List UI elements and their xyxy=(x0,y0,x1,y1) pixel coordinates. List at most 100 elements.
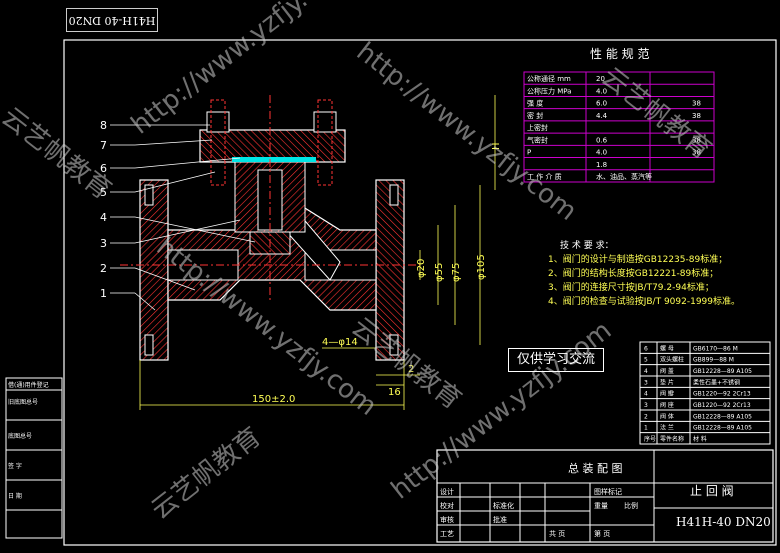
svg-text:工艺: 工艺 xyxy=(440,530,454,538)
bom-row-no: 3 xyxy=(644,379,648,386)
dim-d20: φ20 xyxy=(416,259,427,278)
dim-d55: φ55 xyxy=(434,263,445,282)
gasket xyxy=(232,157,316,162)
tech-req-title: 技 术 要 求： xyxy=(560,239,614,251)
bom-row-name: 阀 盖 xyxy=(660,367,674,375)
dimension-lines xyxy=(139,95,496,410)
dim-d105: φ105 xyxy=(476,254,487,280)
bom-row-std: GB12228—89 A105 xyxy=(693,368,752,375)
leader-5: 5 xyxy=(100,186,107,199)
svg-text:审核: 审核 xyxy=(440,515,454,524)
left-strip: 借(通)用件登记 旧底图总号 底图总号 签 字 日 期 xyxy=(5,377,63,539)
bom-row-std: GB1220—92 2Cr13 xyxy=(693,391,751,398)
perf-row-label: 公称通径 mm xyxy=(527,74,571,83)
left-flange xyxy=(139,179,169,361)
strip-item-4: 签 字 xyxy=(8,462,22,470)
bom-row-name: 零件名称 xyxy=(660,435,684,443)
perf-row-value: 1.8 xyxy=(596,161,607,169)
study-only-tag: 仅供学习交流 xyxy=(508,348,604,372)
bom-row-name: 阀 座 xyxy=(660,401,674,409)
perf-row-value: 0.6 xyxy=(596,136,608,144)
nut-right xyxy=(313,111,337,133)
leader-2: 2 xyxy=(100,262,107,275)
dim-length: 150±2.0 xyxy=(252,394,295,405)
svg-text:批准: 批准 xyxy=(493,515,507,524)
watermark-cn-4: 云艺帆教育 xyxy=(146,422,267,526)
leader-3: 3 xyxy=(100,237,107,250)
leader-7: 7 xyxy=(100,139,107,152)
perf-row-extra: 38 xyxy=(692,136,701,144)
bonnet xyxy=(199,129,346,163)
perf-row-extra: 38 xyxy=(692,149,701,157)
svg-text:比例: 比例 xyxy=(624,501,638,510)
bom-row-std: GB6170—86 M xyxy=(693,345,738,352)
nut-left xyxy=(206,111,230,133)
svg-text:共 页: 共 页 xyxy=(549,529,565,538)
bom-row-no: 3 xyxy=(644,402,648,409)
title-block: 总 装 配 图 止 回 阀 H41H-40 DN20 设计 校对 审核 工艺 标… xyxy=(436,449,774,543)
perf-row-label: 公称压力 MPa xyxy=(527,86,571,95)
bom-row-name: 双头螺柱 xyxy=(660,356,684,364)
part-name: 止 回 阀 xyxy=(690,484,734,498)
perf-row-label: 工 作 介 质 xyxy=(527,172,562,181)
dim-holes: 4—φ14 xyxy=(322,337,358,348)
rotated-code-label: H41H-40 DN20 xyxy=(66,8,158,32)
strip-item-5: 日 期 xyxy=(8,492,22,500)
leader-1: 1 xyxy=(100,287,107,300)
bom-row-no: 4 xyxy=(644,368,648,375)
bom-row-name: 螺 母 xyxy=(660,344,674,352)
leader-4: 4 xyxy=(100,211,107,224)
dim-h: H xyxy=(491,142,502,150)
svg-text:标准化: 标准化 xyxy=(493,501,514,510)
bom-row-std: 材 料 xyxy=(693,435,707,443)
tech-req-4: 4、阀门的检查与试验按JB/T 9092-1999标准。 xyxy=(548,295,740,307)
dim-d75: φ75 xyxy=(451,263,462,282)
perf-row-value: 水、油品、蒸汽等 xyxy=(596,172,652,181)
bom-row-name: 阀 瓣 xyxy=(660,390,674,398)
leader-lines xyxy=(110,124,256,311)
perf-row-label: 强 度 xyxy=(527,99,543,108)
watermark-url-4: http://www.yzfjy.com xyxy=(386,316,617,506)
svg-text:设计: 设计 xyxy=(440,487,454,496)
perf-row-value: 6.0 xyxy=(596,100,607,108)
leader-8: 8 xyxy=(100,119,107,132)
bom-row-std: GB12228—89 A105 xyxy=(693,425,752,432)
tech-req-3: 3、阀门的连接尺寸按JB/T79.2-94标准； xyxy=(548,281,714,293)
perf-row-extra: 38 xyxy=(692,112,701,120)
bom-row-no: 5 xyxy=(644,357,648,364)
bom-row-no: 4 xyxy=(644,391,648,398)
valve-section xyxy=(120,95,420,361)
dimension-text: φ20 φ55 φ75 φ105 H 150±2.0 4—φ14 2 16 xyxy=(252,142,502,405)
perf-table-title: 性 能 规 范 xyxy=(590,46,649,61)
right-flange xyxy=(375,179,405,361)
bom-row-std: GB899—88 M xyxy=(693,357,734,364)
strip-item-3: 底图总号 xyxy=(8,432,32,440)
svg-text:重量: 重量 xyxy=(594,502,608,510)
drawing-name: 总 装 配 图 xyxy=(568,461,623,475)
bom-row-name: 法 兰 xyxy=(660,424,674,432)
drawing-frame xyxy=(63,39,777,546)
perf-row-value: 20 xyxy=(596,75,605,83)
dim-16: 16 xyxy=(388,387,401,398)
watermark-cn-2: 云艺帆教育 xyxy=(0,102,117,206)
dim-2: 2 xyxy=(408,364,414,375)
svg-text:图样标记: 图样标记 xyxy=(594,487,622,496)
perf-row-value: 4.4 xyxy=(596,112,608,120)
perf-row-value: 4.0 xyxy=(596,149,607,157)
bom-row-std: GB12228—89 A105 xyxy=(693,413,752,420)
bom-row-no: 2 xyxy=(644,413,648,420)
tech-requirements: 技 术 要 求： 1、阀门的设计与制造按GB12235-89标准； 2、阀门的结… xyxy=(548,239,740,307)
bom-row-name: 阀 体 xyxy=(660,412,674,420)
perf-row-label: 气密封 xyxy=(527,135,548,144)
perf-row-extra: 38 xyxy=(692,100,701,108)
stud-left xyxy=(210,99,226,186)
bom-row-no: 序号 xyxy=(644,435,656,443)
perf-row-label: 上密封 xyxy=(527,123,548,132)
bom-row-std: GB1220—92 2Cr13 xyxy=(693,402,751,409)
svg-text:第 页: 第 页 xyxy=(594,529,610,538)
leader-numbers: 8 7 6 5 4 3 2 1 xyxy=(100,119,107,300)
